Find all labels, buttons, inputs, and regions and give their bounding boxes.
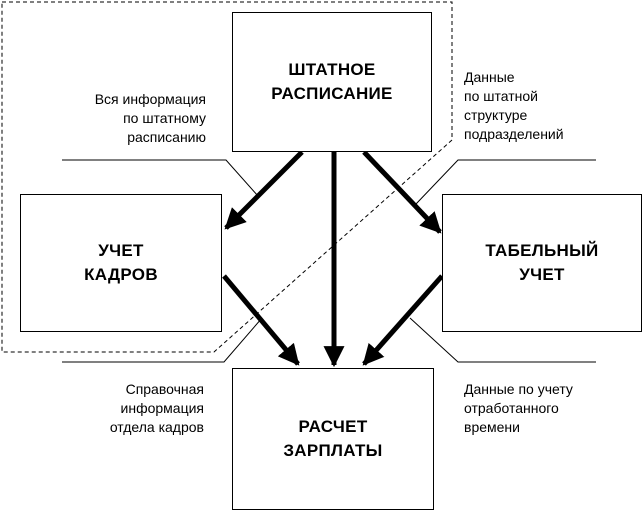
note-line: времени <box>464 419 520 435</box>
box-title-line: РАСЧЕТ <box>298 417 368 436</box>
box-payroll: РАСЧЕТ ЗАРПЛАТЫ <box>232 368 434 510</box>
box-title-line: КАДРОВ <box>84 265 158 284</box>
box-title-line: УЧЕТ <box>98 241 144 260</box>
box-hr-accounting: УЧЕТ КАДРОВ <box>20 194 222 332</box>
note-worked-time: Данные по учету отработанного времени <box>464 380 634 437</box>
leader-line-hr-reference <box>62 317 263 363</box>
box-title-line: ШТАТНОЕ <box>288 60 376 79</box>
note-line: отдела кадров <box>109 419 204 435</box>
box-title-line: УЧЕТ <box>519 265 565 284</box>
box-title-line: ЗАРПЛАТЫ <box>283 441 383 460</box>
note-line: по штатному <box>123 110 206 126</box>
note-line: Данные <box>464 69 515 85</box>
note-line: по штатной <box>464 88 538 104</box>
arrow-timesheet-to-payroll <box>362 274 444 366</box>
leader-line-all-info <box>62 159 259 197</box>
note-staff-structure: Данные по штатной структуре подразделени… <box>464 68 634 144</box>
leader-line-worked-time <box>409 317 596 363</box>
box-title-line: РАСПИСАНИЕ <box>271 84 393 103</box>
note-line: Справочная <box>125 381 204 397</box>
note-line: информация <box>120 400 204 416</box>
note-all-info: Вся информация по штатному расписанию <box>40 90 206 147</box>
note-line: Вся информация <box>94 91 206 107</box>
note-line: расписанию <box>127 129 206 145</box>
note-line: структуре <box>464 107 528 123</box>
note-hr-reference: Справочная информация отдела кадров <box>40 380 204 437</box>
box-staff-schedule: ШТАТНОЕ РАСПИСАНИЕ <box>232 12 432 152</box>
dashed-boundary <box>1 1 453 353</box>
note-line: Данные по учету <box>464 381 573 397</box>
note-line: отработанного <box>464 400 559 416</box>
box-title-line: ТАБЕЛЬНЫЙ <box>485 241 599 260</box>
leader-line-staff-structure <box>415 159 596 205</box>
arrow-schedule-to-timesheet <box>362 150 442 234</box>
arrow-hr-to-payroll <box>222 274 300 366</box>
arrow-schedule-to-hr <box>224 150 304 230</box>
note-line: подразделений <box>464 126 564 142</box>
box-timesheet: ТАБЕЛЬНЫЙ УЧЕТ <box>442 194 642 332</box>
